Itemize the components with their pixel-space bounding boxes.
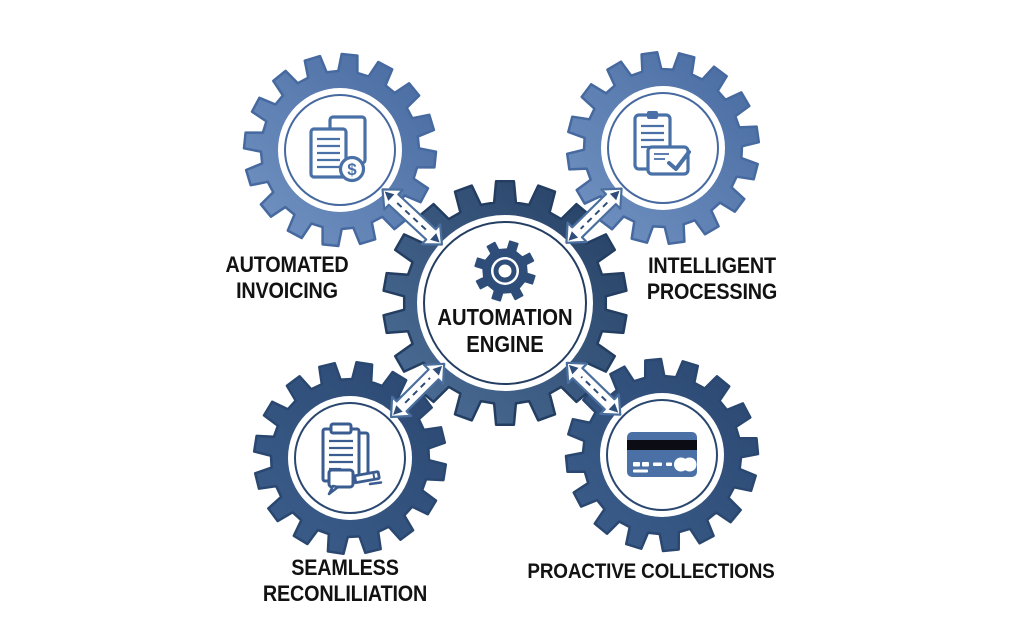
label-line: RECONLILIATION xyxy=(262,581,428,606)
connector-arrow xyxy=(389,362,446,419)
center-gear-title: AUTOMATION ENGINE xyxy=(428,304,582,358)
label-intelligent-processing: INTELLIGENT PROCESSING xyxy=(640,253,785,305)
svg-text:$: $ xyxy=(347,160,357,179)
connector-arrow xyxy=(565,187,623,244)
gear-icon xyxy=(474,240,536,302)
invoice-dollar-icon: $ xyxy=(309,115,367,183)
label-automated-invoicing: AUTOMATED INVOICING xyxy=(219,252,356,304)
credit-card-icon xyxy=(627,432,697,477)
label-proactive-collections: PROACTIVE COLLECTIONS xyxy=(514,559,789,585)
title-line: AUTOMATION xyxy=(437,304,573,330)
label-seamless-reconciliation: SEAMLESS RECONLILIATION xyxy=(254,555,437,607)
connector-arrow xyxy=(565,361,622,416)
label-line: INTELLIGENT xyxy=(648,253,776,278)
label-line: PROCESSING xyxy=(646,279,778,304)
clipboard-check-icon xyxy=(633,111,691,176)
connector-arrow xyxy=(381,188,443,246)
label-line: INVOICING xyxy=(236,278,338,303)
clipboard-chat-pen-icon xyxy=(321,422,383,496)
label-line: PROACTIVE COLLECTIONS xyxy=(527,560,775,583)
label-line: SEAMLESS xyxy=(291,555,399,580)
label-line: AUTOMATED xyxy=(225,252,349,277)
title-line: ENGINE xyxy=(466,331,544,357)
